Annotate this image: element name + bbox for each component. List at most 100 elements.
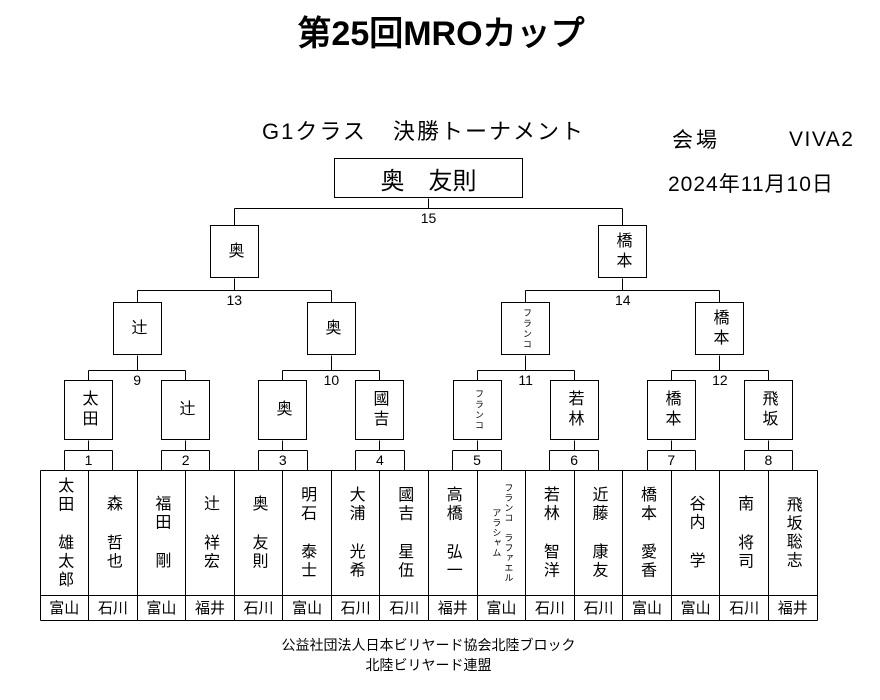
- player-family-name: 福田: [152, 495, 172, 533]
- venue-name: VIVA2: [789, 128, 855, 151]
- player-given-name: 哲也: [103, 533, 123, 571]
- match-number: 2: [181, 452, 190, 468]
- match-winner-name: 辻: [128, 318, 148, 339]
- footer-league: 北陸ビリヤード連盟: [365, 658, 492, 674]
- player-name-cell: 高橋弘一: [429, 471, 478, 595]
- player-name-cell: 森哲也: [89, 471, 138, 595]
- champion-name: 奥 友則: [380, 166, 477, 195]
- match-winner-name: 太田: [79, 390, 99, 430]
- player-name-cell: 若林智洋: [526, 471, 575, 595]
- match-winner-box: フランコ: [453, 380, 502, 440]
- player-given-name: 智洋: [540, 543, 560, 580]
- player-given-name: 将司: [735, 533, 755, 571]
- match-number: 15: [420, 210, 437, 226]
- match-number: 4: [376, 452, 384, 468]
- player-family-name: 明石: [298, 486, 318, 523]
- player-family-name: 近藤: [589, 486, 609, 523]
- match-number: 3: [278, 452, 287, 468]
- player-name-cell: 飛坂聡志: [768, 471, 817, 595]
- match-winner-box: 橋本: [695, 302, 744, 355]
- match-number: 12: [712, 372, 728, 388]
- venue-label: 会場: [672, 128, 720, 152]
- match-winner-box: 若林: [550, 380, 599, 440]
- player-name-cell: 谷内学: [671, 471, 720, 595]
- match-winner-name: 飛坂: [759, 390, 779, 430]
- match-winner-box: 橋本: [598, 225, 647, 278]
- player-family-name: 飛坂聡志: [783, 496, 803, 570]
- match-winner-name: 橋本: [613, 231, 633, 272]
- player-family-name: 谷内: [686, 495, 706, 533]
- match-winner-box: 辻: [161, 380, 210, 440]
- match-winner-name: 奥: [225, 241, 245, 262]
- player-prefecture: 福井: [777, 599, 808, 617]
- match-winner-name: 若林: [565, 390, 585, 430]
- player-family-name: 橋本: [638, 486, 658, 523]
- player-prefecture: 富山: [680, 599, 711, 617]
- match-number: 7: [667, 452, 676, 468]
- match-winner-box: 辻: [113, 302, 162, 355]
- player-prefecture: 富山: [146, 599, 177, 617]
- player-family-name: 大浦: [346, 486, 366, 523]
- player-given-name: 学: [686, 552, 706, 571]
- player-prefecture: 福井: [437, 599, 468, 617]
- player-family-name: 若林: [540, 486, 560, 523]
- match-winner-name: 辻: [176, 400, 196, 420]
- match-winner-box: 飛坂: [744, 380, 793, 440]
- event-date: 2024年11月10日: [668, 173, 834, 196]
- match-winner-name: 奥: [322, 318, 342, 339]
- player-family-name: 奥: [249, 495, 269, 514]
- player-name-cell: 太田雄太郎: [40, 471, 89, 595]
- player-prefecture: 石川: [583, 599, 614, 617]
- footer-organization: 公益社団法人日本ビリヤード協会北陸ブロック: [281, 638, 576, 654]
- player-name-compact: フランコ ラファエルアラシャム: [489, 483, 513, 583]
- match-winner-name: 橋本: [662, 390, 682, 430]
- player-given-name: 愛香: [638, 543, 658, 580]
- match-winner-box: 奥: [307, 302, 356, 355]
- player-name-cell: 南将司: [720, 471, 769, 595]
- player-given-name: 泰士: [298, 543, 318, 580]
- match-number: 8: [764, 452, 773, 468]
- player-name-cell: 辻祥宏: [186, 471, 235, 595]
- player-prefecture: 石川: [243, 599, 274, 617]
- player-given-name: 康友: [589, 543, 609, 580]
- player-prefecture: 福井: [194, 599, 225, 617]
- player-name-cell: 奥友則: [234, 471, 283, 595]
- player-name-cell: 大浦光希: [331, 471, 380, 595]
- match-number: 1: [84, 452, 93, 468]
- player-prefecture: 石川: [340, 599, 371, 617]
- player-family-name: 辻: [200, 495, 220, 514]
- match-winner-box: 奥: [258, 380, 307, 440]
- match-winner-box: 奥: [210, 225, 259, 278]
- player-given-name: 星伍: [395, 543, 415, 580]
- champion-box: 奥 友則: [334, 158, 523, 198]
- player-given-name: 友則: [249, 533, 269, 571]
- player-given-name: 剛: [152, 552, 172, 571]
- player-name-cell: 橋本愛香: [623, 471, 672, 595]
- match-number: 9: [133, 372, 142, 388]
- player-name-cell: 國吉星伍: [380, 471, 429, 595]
- player-name-cell: 近藤康友: [574, 471, 623, 595]
- match-number: 5: [473, 452, 481, 468]
- match-number: 6: [570, 452, 579, 468]
- player-prefecture: 富山: [292, 599, 323, 617]
- match-winner-name: 國吉: [370, 390, 390, 430]
- player-family-name: 太田: [55, 476, 75, 514]
- player-prefecture: 富山: [486, 599, 517, 617]
- match-number: 10: [323, 372, 340, 388]
- match-number: 14: [614, 292, 631, 308]
- match-winner-name: フランコ: [521, 307, 531, 350]
- player-given-name: 祥宏: [200, 533, 220, 571]
- player-family-name: 南: [735, 495, 755, 514]
- player-family-name: 高橋: [443, 486, 463, 523]
- player-family-name: フランコ ラファエル: [502, 483, 513, 583]
- player-prefecture: 石川: [389, 599, 420, 617]
- page-title: 第25回MROカップ: [297, 15, 585, 53]
- match-number: 13: [226, 292, 243, 308]
- player-family-name: 森: [103, 495, 123, 514]
- player-prefecture: 石川: [729, 599, 760, 617]
- match-winner-name: フランコ: [473, 389, 483, 431]
- match-winner-box: 國吉: [355, 380, 404, 440]
- match-winner-box: フランコ: [501, 302, 550, 355]
